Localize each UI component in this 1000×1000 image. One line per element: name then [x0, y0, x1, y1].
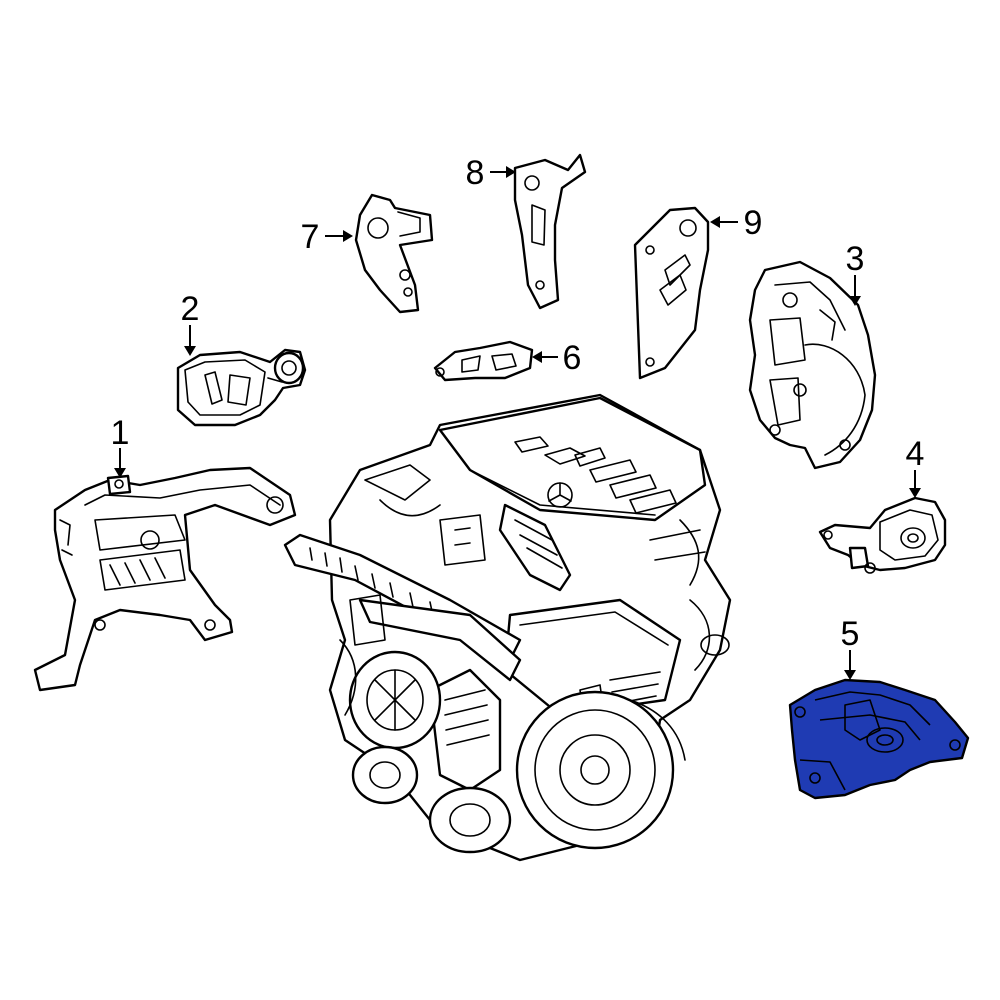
callout-5: 5 — [841, 615, 860, 653]
callout-2: 2 — [181, 290, 200, 328]
callout-6: 6 — [563, 339, 582, 377]
callout-3: 3 — [846, 240, 865, 278]
callout-9: 9 — [744, 204, 763, 242]
callout-arrows — [114, 166, 921, 680]
part-1-mount-bracket — [33, 466, 297, 692]
callout-labels: 1 2 3 4 5 6 7 8 9 — [111, 154, 925, 653]
callout-7: 7 — [301, 218, 320, 256]
part-3-mount-bracket — [748, 260, 877, 470]
part-9-bracket — [633, 206, 710, 380]
callout-1: 1 — [111, 414, 130, 452]
part-5-transmission-mount — [788, 678, 970, 800]
part-7-bracket — [354, 193, 434, 314]
part-2-torque-strut — [176, 348, 307, 427]
callout-4: 4 — [906, 435, 925, 473]
part-4-engine-mount — [818, 496, 947, 574]
part-6-small-bracket — [433, 340, 534, 382]
callout-8: 8 — [466, 154, 485, 192]
engine-assembly — [283, 393, 732, 862]
part-8-bracket — [513, 153, 587, 310]
